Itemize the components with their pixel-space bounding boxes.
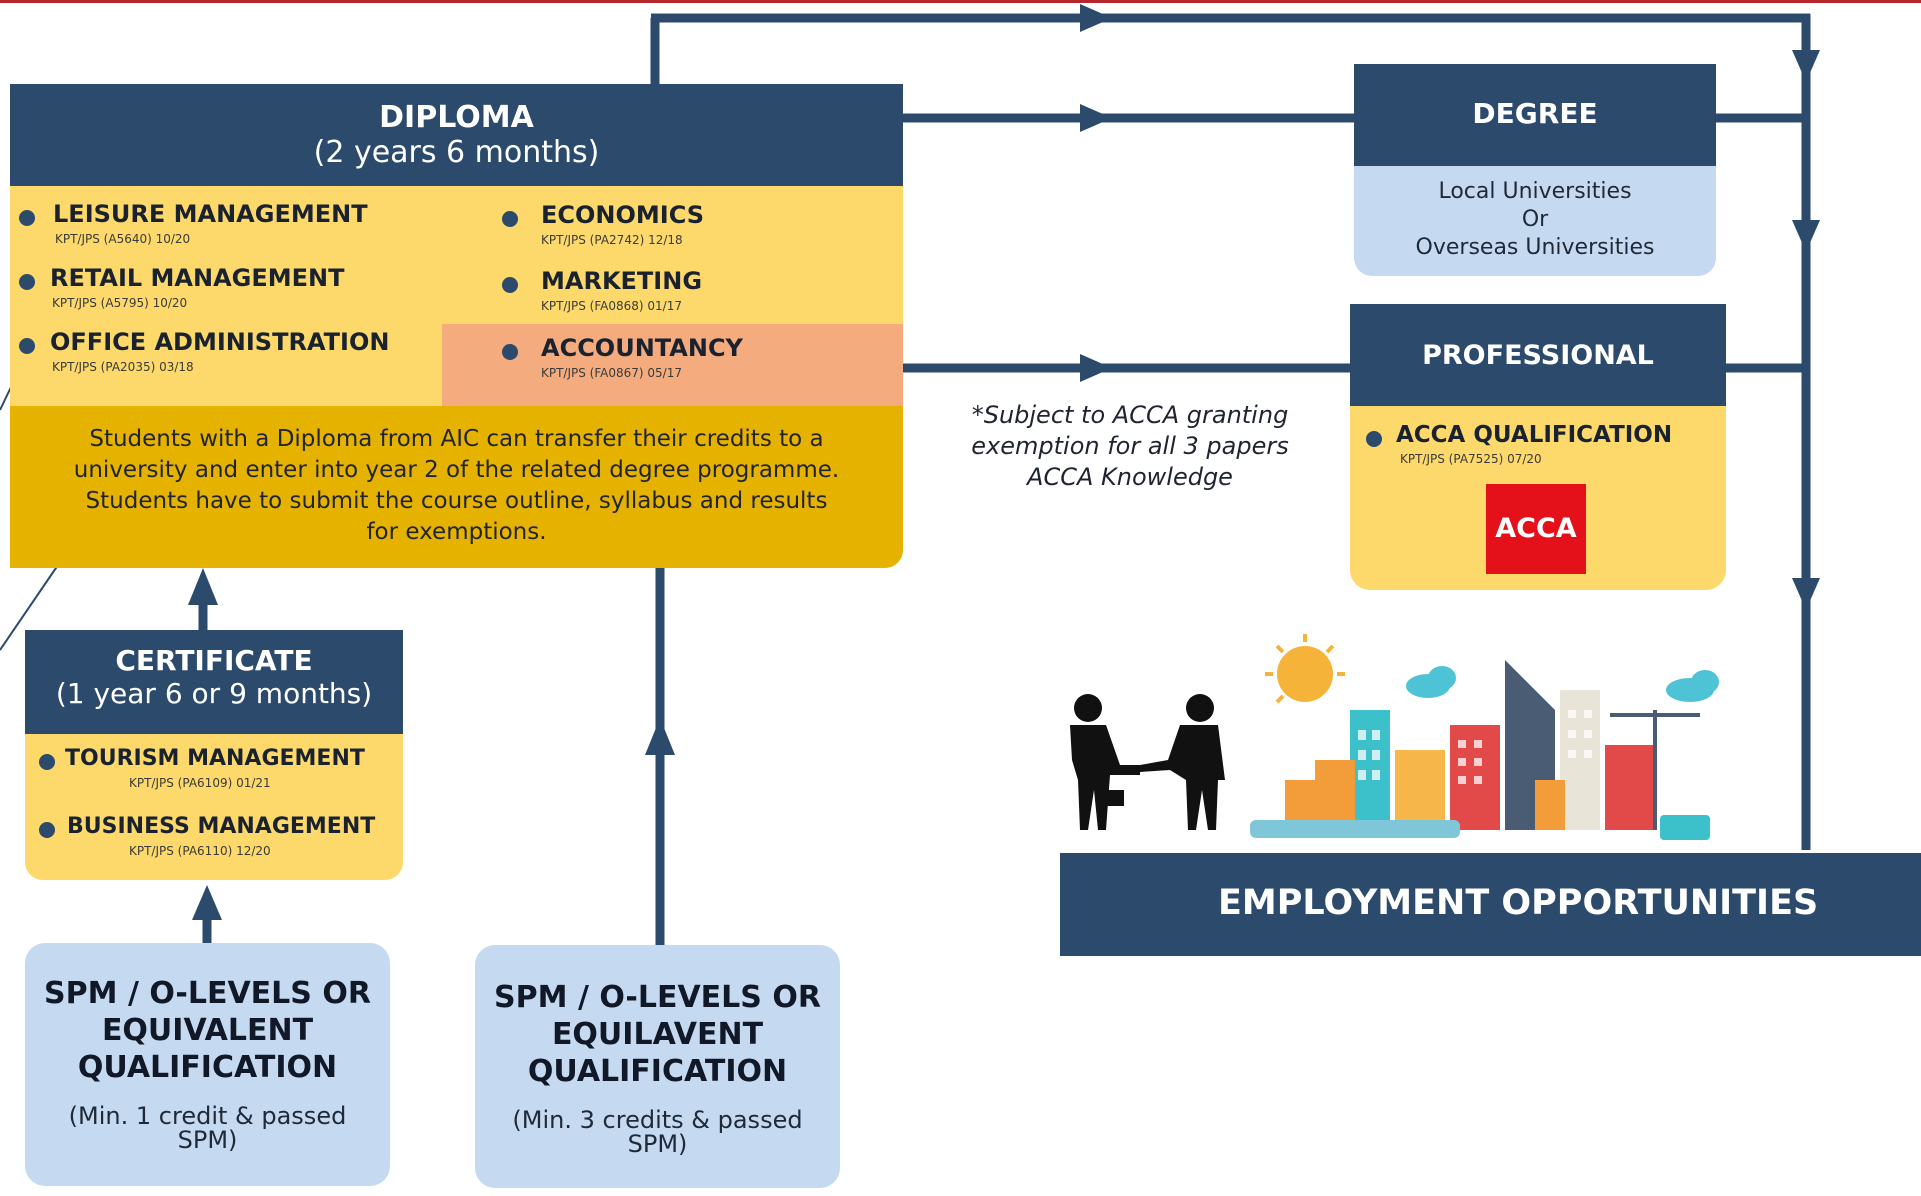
entry-title-line: SPM / O-LEVELS OR — [494, 980, 821, 1015]
diploma-note: Students with a Diploma from AIC can tra… — [10, 406, 903, 568]
entry-title-line: QUALIFICATION — [527, 1054, 788, 1089]
certificate-body — [25, 734, 403, 880]
bullet-icon — [1366, 431, 1382, 447]
entry-sub-line: SPM) — [627, 1130, 688, 1158]
truck-icon — [1660, 815, 1710, 840]
train-icon — [1250, 820, 1460, 838]
degree-panel: DEGREE Local Universities Or Overseas Un… — [1354, 64, 1716, 276]
professional-panel: PROFESSIONAL ACCA QUALIFICATION KPT/JPS … — [1350, 304, 1726, 590]
entry-requirement-left: SPM / O-LEVELS OR EQUIVALENT QUALIFICATI… — [25, 943, 390, 1186]
crane-icon — [1610, 710, 1700, 830]
bullet-icon — [502, 211, 518, 227]
program-name: BUSINESS MANAGEMENT — [67, 814, 376, 839]
program-code: KPT/JPS (A5795) 10/20 — [52, 296, 188, 310]
certificate-panel: CERTIFICATE (1 year 6 or 9 months) TOURI… — [25, 630, 403, 880]
bullet-icon — [19, 274, 35, 290]
acca-logo-text: ACCA — [1495, 513, 1577, 544]
entry-title-line: EQUILAVENT — [551, 1017, 764, 1052]
bullet-icon — [502, 344, 518, 360]
note-line: university and enter into year 2 of the … — [73, 457, 840, 483]
arrow-heads — [188, 4, 1820, 920]
bullet-icon — [39, 754, 55, 770]
entry-sub-line: SPM) — [177, 1126, 238, 1154]
entry-title-line: EQUIVALENT — [101, 1013, 314, 1048]
note-line: *Subject to ACCA granting — [971, 401, 1289, 429]
diploma-panel: DIPLOMA (2 years 6 months) LEISURE MANAG… — [10, 84, 903, 568]
note-line: exemption for all 3 papers — [971, 432, 1289, 460]
professional-title: PROFESSIONAL — [1422, 340, 1654, 371]
accountancy-highlight — [442, 324, 903, 406]
entry-requirement-right: SPM / O-LEVELS OR EQUILAVENT QUALIFICATI… — [475, 945, 840, 1188]
program-code: KPT/JPS (PA2035) 03/18 — [52, 360, 194, 374]
program-name: RETAIL MANAGEMENT — [50, 264, 345, 292]
bullet-icon — [502, 277, 518, 293]
program-code: KPT/JPS (PA6109) 01/21 — [129, 776, 271, 790]
note-line: ACCA Knowledge — [1027, 463, 1233, 491]
sun-icon — [1265, 634, 1345, 704]
note-line: Students with a Diploma from AIC can tra… — [89, 426, 824, 452]
bullet-icon — [19, 338, 35, 354]
entry-sub-line: (Min. 3 credits & passed — [512, 1106, 803, 1134]
employment-banner: EMPLOYMENT OPPORTUNITIES — [1060, 853, 1921, 956]
degree-title: DEGREE — [1472, 97, 1598, 130]
entry-sub-line: (Min. 1 credit & passed — [68, 1102, 347, 1130]
left-edge-line — [0, 564, 59, 651]
program-name: ACCA QUALIFICATION — [1396, 422, 1673, 448]
top-rule — [0, 0, 1921, 3]
program-name: MARKETING — [541, 267, 703, 295]
program-name: LEISURE MANAGEMENT — [53, 200, 368, 228]
cloud-icon — [1406, 666, 1719, 702]
degree-header: DEGREE — [1354, 64, 1716, 166]
program-code: KPT/JPS (PA7525) 07/20 — [1400, 452, 1542, 466]
professional-header: PROFESSIONAL — [1350, 304, 1726, 406]
degree-body: Local Universities Or Overseas Universit… — [1354, 166, 1716, 276]
program-code: KPT/JPS (FA0867) 05/17 — [541, 366, 682, 380]
entry-title-line: SPM / O-LEVELS OR — [44, 976, 371, 1011]
program-code: KPT/JPS (PA2742) 12/18 — [541, 233, 683, 247]
certificate-subtitle: (1 year 6 or 9 months) — [55, 677, 373, 710]
diploma-title: DIPLOMA — [379, 100, 534, 135]
certificate-title: CERTIFICATE — [115, 644, 313, 677]
program-code: KPT/JPS (FA0868) 01/17 — [541, 299, 682, 313]
entry-title-line: QUALIFICATION — [77, 1050, 338, 1085]
bullet-icon — [19, 210, 35, 226]
acca-exemption-note: *Subject to ACCA granting exemption for … — [940, 400, 1320, 493]
acca-logo: ACCA — [1486, 484, 1586, 574]
certificate-header: CERTIFICATE (1 year 6 or 9 months) — [25, 630, 403, 734]
degree-line: Overseas Universities — [1415, 235, 1655, 260]
diploma-subtitle: (2 years 6 months) — [313, 135, 600, 170]
diploma-header: DIPLOMA (2 years 6 months) — [10, 84, 903, 186]
program-name: TOURISM MANAGEMENT — [65, 746, 365, 771]
degree-line: Or — [1521, 207, 1549, 232]
program-code: KPT/JPS (A5640) 10/20 — [55, 232, 191, 246]
bullet-icon — [39, 822, 55, 838]
employment-illustration — [1070, 634, 1719, 840]
program-name: OFFICE ADMINISTRATION — [50, 328, 390, 356]
note-line: Students have to submit the course outli… — [85, 488, 828, 514]
program-name: ECONOMICS — [541, 201, 705, 229]
employment-label: EMPLOYMENT OPPORTUNITIES — [1218, 883, 1819, 923]
program-name: ACCOUNTANCY — [541, 334, 743, 362]
handshake-icon — [1070, 694, 1225, 830]
degree-line: Local Universities — [1438, 179, 1632, 204]
note-line: for exemptions. — [366, 519, 547, 545]
program-code: KPT/JPS (PA6110) 12/20 — [129, 844, 271, 858]
